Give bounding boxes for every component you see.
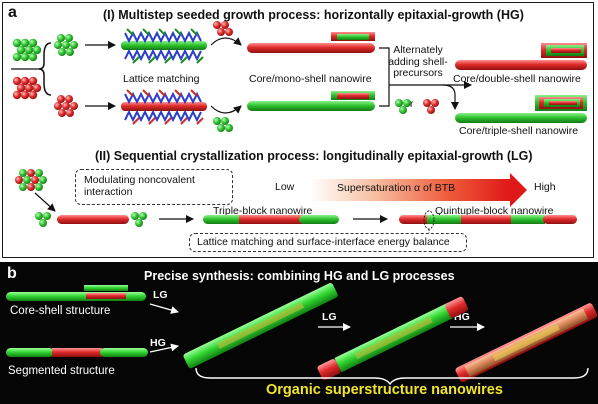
precursor-green-small (395, 99, 411, 114)
precursor-red-small (423, 99, 439, 114)
red-rod-seed (57, 215, 129, 224)
lattice-balance-callout: Lattice matching and surface-interface e… (189, 233, 467, 252)
core-shell-structure (6, 285, 146, 301)
superstructure-nanowire-2 (317, 296, 469, 381)
panel-b-graphics (6, 283, 598, 386)
panel-b-heading: Precise synthesis: combining HG and LG p… (144, 269, 455, 283)
triple-block-label: Triple-block nanowire (213, 205, 313, 217)
green-seed-cluster (12, 38, 42, 62)
core-mono-shell-label: Core/mono-shell nanowire (249, 73, 372, 85)
panel-a: a (I) Multistep seeded growth process: h… (2, 2, 594, 258)
panel-b: b Precise synthesis: combining HG and LG… (0, 262, 598, 404)
organic-superstructure-label: Organic superstructure nanowires (266, 382, 503, 398)
supersaturation-gradient-arrow (310, 179, 510, 201)
section-1-heading: (I) Multistep seeded growth process: hor… (103, 8, 524, 22)
quintuple-block-nanowire (399, 215, 577, 224)
underbrace (195, 367, 589, 386)
high-label: High (534, 181, 556, 193)
lg-tag-mid: LG (322, 311, 337, 323)
modulating-callout: Modulating noncovalent interaction (75, 169, 233, 205)
segmented-structure (6, 348, 148, 357)
brace (38, 42, 52, 96)
quintuple-block-label: Quintuple-block nanowire (435, 205, 554, 217)
core-triple-shell-nanowire (455, 95, 587, 123)
red-seed-cluster (12, 76, 42, 100)
red-small-cluster (54, 95, 78, 117)
panel-b-label: b (7, 265, 17, 282)
red-precursor-top (213, 21, 233, 36)
lattice-red-rod (121, 89, 207, 125)
lattice-green-rod (121, 28, 207, 64)
core-mono-shell-nanowire-top (247, 32, 375, 53)
panel-a-label: a (8, 4, 17, 21)
panel-a-graphics (11, 21, 587, 233)
segmented-structure-label: Segmented structure (8, 365, 115, 377)
superstructure-nanowire-3 (455, 303, 598, 383)
lattice-matching-label: Lattice matching (123, 73, 200, 85)
lattice-balance-label: Lattice matching and surface-interface e… (197, 236, 450, 248)
supersaturation-label: Supersaturation α of BTB (337, 182, 456, 194)
alternately-adding-label: Alternately adding shell-precursors (388, 44, 448, 80)
core-double-shell-label: Core/double-shell nanowire (453, 73, 581, 85)
green-small-cluster (54, 34, 78, 56)
core-double-shell-nanowire (455, 43, 587, 70)
core-mono-shell-nanowire-bottom (247, 91, 375, 111)
modulating-label: Modulating noncovalent interaction (84, 174, 195, 199)
hg-tag-right: HG (454, 311, 470, 323)
triple-block-nanowire (203, 215, 339, 224)
lg-tag-left: LG (153, 289, 168, 301)
section-2-heading: (II) Sequential crystallization process:… (95, 149, 533, 163)
core-shell-structure-label: Core-shell structure (10, 305, 111, 317)
hg-tag-left: HG (150, 337, 166, 349)
green-side-cluster-right (131, 212, 147, 227)
core-triple-shell-label: Core/triple-shell nanowire (459, 125, 579, 137)
superstructure-nanowire-1 (183, 283, 338, 369)
supersaturation-arrowhead (510, 173, 527, 207)
low-label: Low (275, 181, 295, 193)
mixed-seed-cluster (15, 169, 47, 191)
green-precursor-bottom (213, 117, 233, 132)
green-side-cluster-left (35, 212, 51, 227)
